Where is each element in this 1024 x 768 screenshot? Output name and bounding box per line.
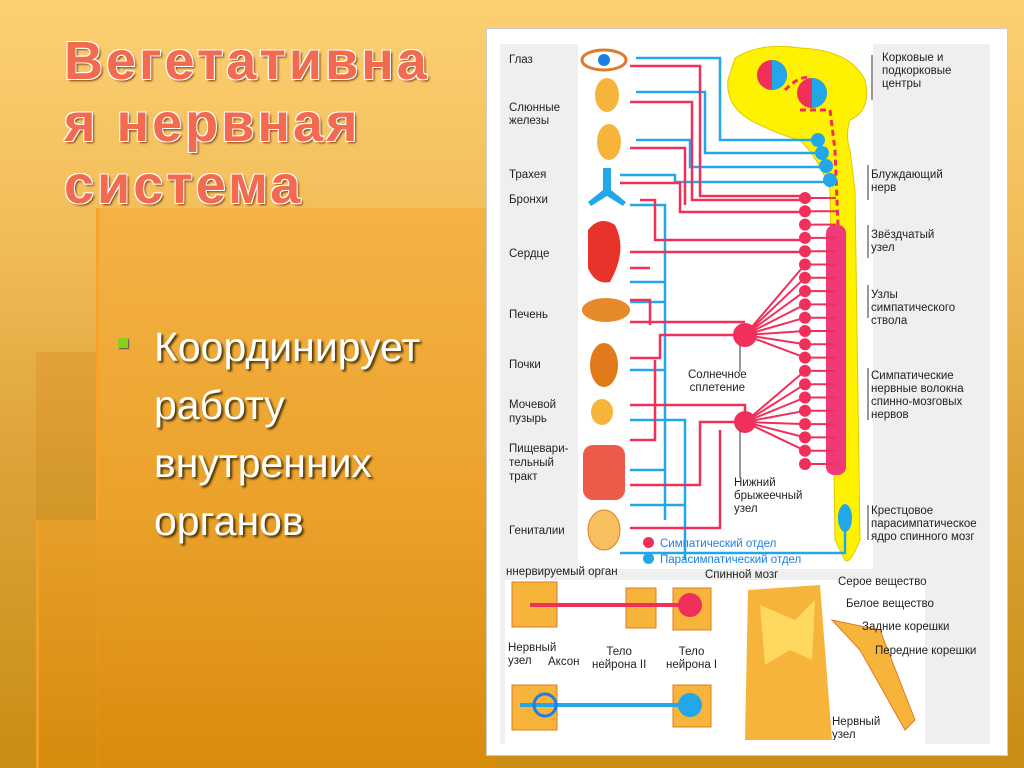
kidney-icon bbox=[590, 343, 618, 387]
fan-fiber bbox=[744, 383, 806, 423]
sympathetic-ganglion bbox=[799, 378, 811, 391]
legend-parasympathetic: Парасимпатический отдел bbox=[643, 553, 801, 566]
legend-sympathetic: Симпатический отдел bbox=[643, 537, 776, 550]
label-digestive-2: тельный bbox=[509, 457, 554, 469]
fan-fiber bbox=[744, 277, 806, 336]
sympathetic-ganglion bbox=[799, 338, 811, 351]
sympathetic-ganglion bbox=[799, 218, 811, 231]
bullet-line: работу bbox=[154, 382, 285, 428]
label-salivary: Слюнные bbox=[509, 102, 561, 114]
fan-fiber bbox=[744, 290, 806, 336]
label-axon: Аксон bbox=[548, 656, 580, 668]
salivary-gland-icon bbox=[595, 78, 619, 112]
sympathetic-ganglion bbox=[799, 418, 811, 431]
label-liver: Печень bbox=[509, 309, 549, 321]
sympathetic-ganglion bbox=[799, 444, 811, 457]
heart-icon bbox=[588, 221, 621, 283]
sympathetic-ganglion bbox=[799, 404, 811, 417]
neuron-schematic bbox=[511, 581, 712, 731]
sympathetic-ganglion bbox=[799, 364, 811, 377]
intestine-icon bbox=[583, 445, 625, 500]
sympathetic-ganglion bbox=[799, 351, 811, 364]
title-line: Вегетативна bbox=[64, 31, 430, 91]
label-salivary-2: железы bbox=[509, 115, 550, 127]
label-eye: Глаз bbox=[509, 54, 533, 66]
sympathetic-ganglion bbox=[799, 391, 811, 404]
label-digestive-3: тракт bbox=[509, 471, 538, 483]
bullet-line: Координирует bbox=[154, 324, 421, 370]
trachea-icon bbox=[588, 168, 626, 206]
salivary-gland-icon bbox=[597, 124, 621, 160]
organ-icons bbox=[580, 48, 630, 551]
sympathetic-ganglion bbox=[799, 325, 811, 337]
label-bladder: Мочевой bbox=[509, 399, 557, 411]
label-white-matter: Белое вещество bbox=[846, 598, 934, 610]
label-bladder-2: пузырь bbox=[509, 413, 547, 425]
label-dorsal-roots: Задние корешки bbox=[862, 621, 950, 633]
label-ventral-roots: Передние корешки bbox=[875, 645, 977, 657]
label-digestive: Пищевари- bbox=[509, 443, 569, 455]
label-organ: ннервируемый орган bbox=[506, 566, 618, 578]
bullet-square-icon bbox=[118, 338, 128, 348]
blue-dot-icon bbox=[643, 553, 654, 564]
bladder-icon bbox=[591, 399, 613, 425]
liver-icon bbox=[582, 298, 630, 322]
sympathetic-ganglion bbox=[799, 298, 811, 311]
spinal-cord-cross-section bbox=[745, 585, 916, 740]
inferior-mesenteric-ganglion bbox=[734, 411, 756, 433]
sympathetic-ganglion bbox=[799, 231, 811, 244]
label-heart: Сердце bbox=[509, 248, 550, 260]
sympathetic-column bbox=[826, 225, 846, 475]
title-line: система bbox=[64, 155, 304, 215]
label-spinal-cord: Спинной мозг bbox=[705, 569, 779, 581]
fan-fiber bbox=[744, 370, 806, 423]
label-genitals: Гениталии bbox=[509, 525, 565, 537]
bullet-line: внутренних bbox=[154, 440, 372, 486]
fan-fiber bbox=[744, 263, 806, 336]
genitals-icon bbox=[587, 509, 621, 551]
sympathetic-ganglion bbox=[799, 458, 811, 470]
sacral-nucleus bbox=[838, 504, 852, 532]
fan-fiber bbox=[744, 421, 806, 452]
background-panel bbox=[36, 520, 496, 768]
sympathetic-ganglion bbox=[799, 431, 811, 444]
label-gray-matter: Серое вещество bbox=[838, 576, 927, 588]
bullet-item: Координирует работу внутренних органов bbox=[118, 318, 420, 550]
slide-title: Вегетативна я нервная система bbox=[64, 30, 430, 216]
label-trachea: Трахея bbox=[509, 169, 547, 181]
sympathetic-ganglion bbox=[799, 192, 811, 204]
label-kidneys: Почки bbox=[509, 359, 541, 371]
sympathetic-ganglion bbox=[799, 205, 811, 218]
red-dot-icon bbox=[643, 537, 654, 548]
label-bronchi: Бронхи bbox=[509, 194, 548, 206]
sympathetic-ganglion bbox=[799, 311, 811, 324]
title-line: я нервная bbox=[64, 93, 361, 153]
bullet-line: органов bbox=[154, 498, 304, 544]
sympathetic-ganglion bbox=[799, 245, 811, 258]
bullet-text: Координирует работу внутренних органов bbox=[154, 318, 420, 550]
sympathetic-ganglion bbox=[799, 271, 811, 284]
sympathetic-ganglion bbox=[799, 285, 811, 298]
sympathetic-ganglion bbox=[799, 258, 811, 271]
solar-plexus bbox=[733, 323, 757, 347]
